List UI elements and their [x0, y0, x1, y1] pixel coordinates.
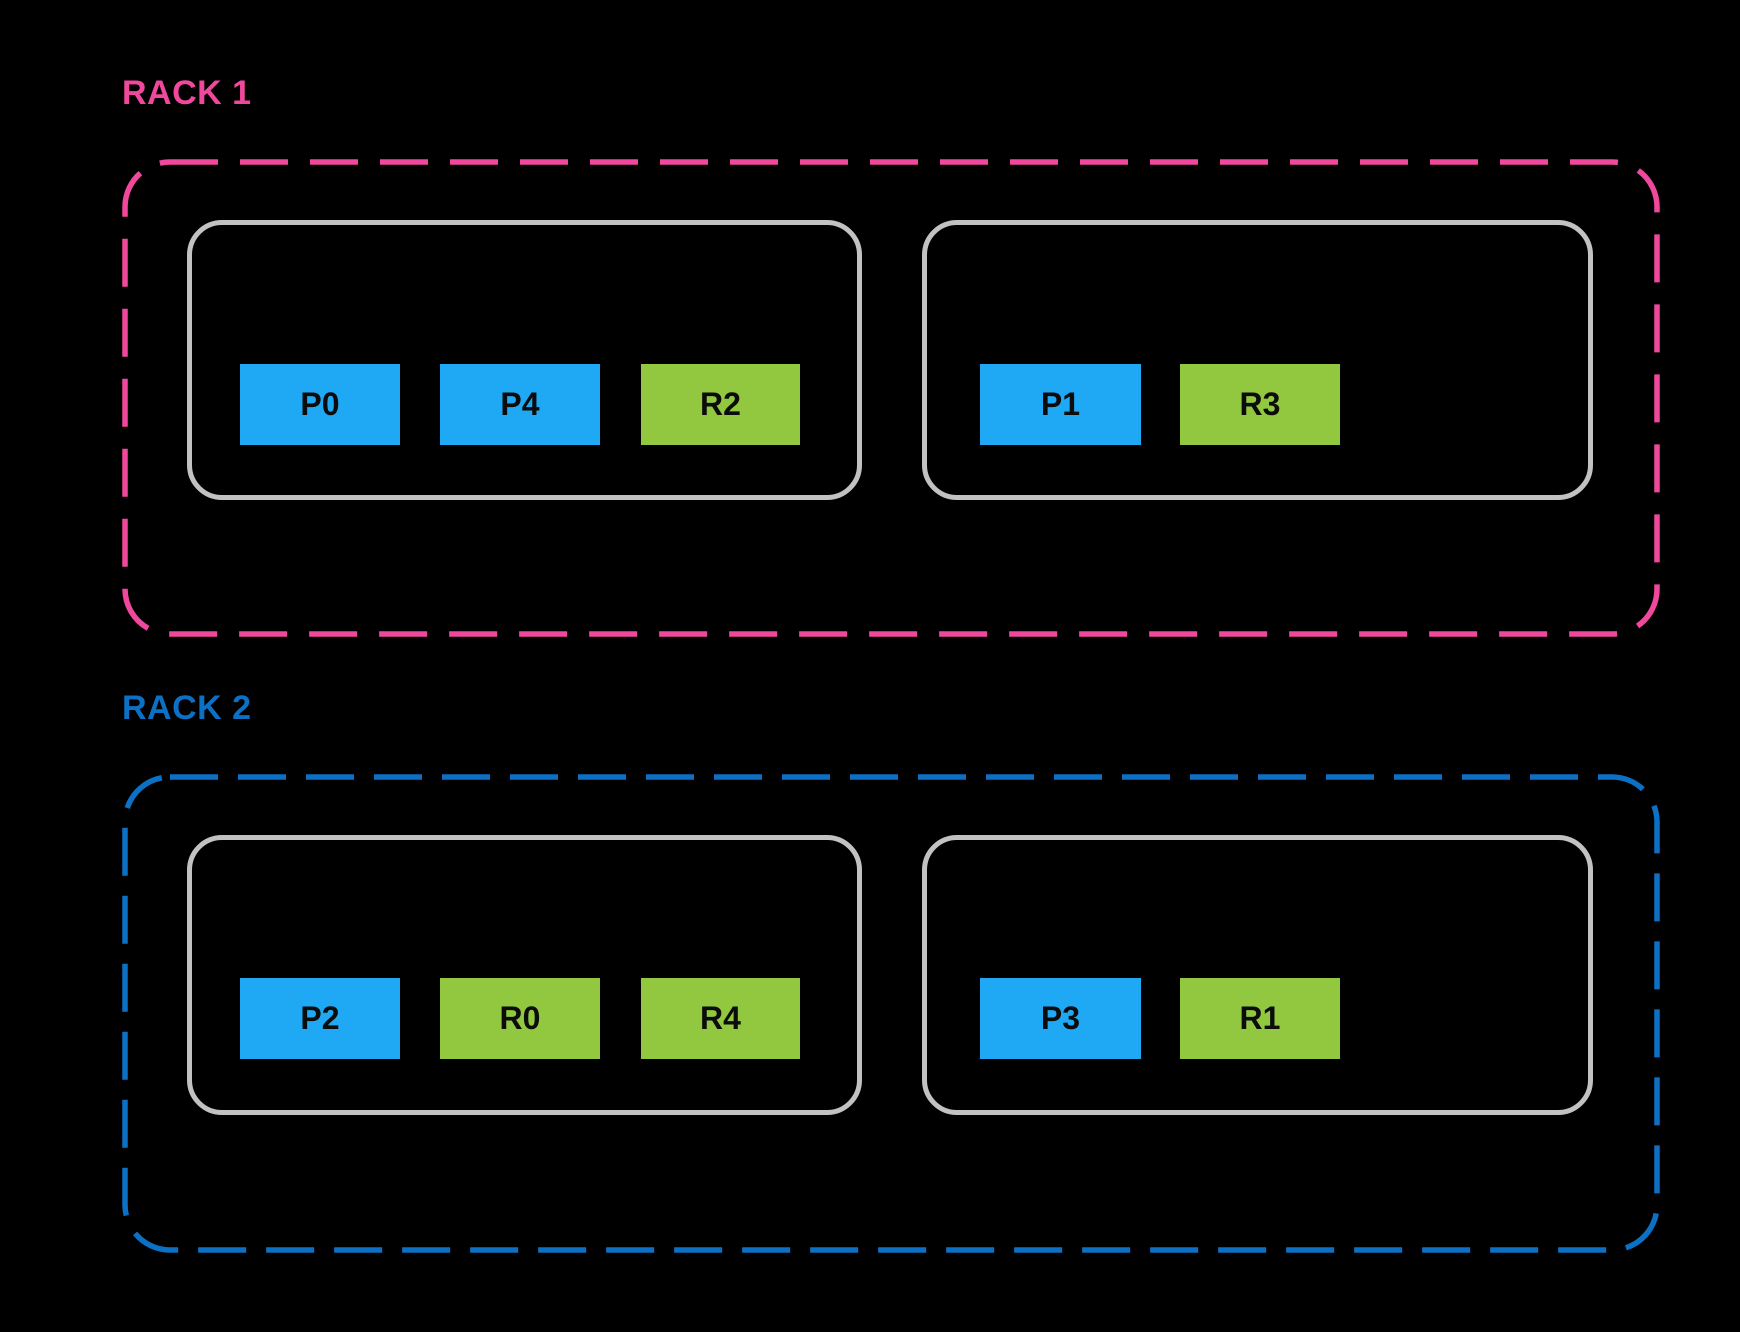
block-r4: R4	[641, 978, 800, 1059]
rack2-dashed-border	[122, 774, 1660, 1253]
block-r0: R0	[440, 978, 600, 1059]
rack1-host1: P0 P4 R2	[187, 220, 862, 500]
block-r2: R2	[641, 364, 800, 445]
rack2-title: RACK 2	[122, 689, 252, 727]
rack1-title: RACK 1	[122, 74, 252, 112]
rack2-container: P2 R0 R4 P3 R1	[125, 777, 1657, 1250]
block-r3: R3	[1180, 364, 1340, 445]
block-p4: P4	[440, 364, 600, 445]
rack2-host1: P2 R0 R4	[187, 835, 862, 1115]
block-p2: P2	[240, 978, 400, 1059]
rack1-host2: P1 R3	[922, 220, 1593, 500]
rack1-dashed-rect	[122, 159, 1660, 637]
rack1-dashed-border	[122, 159, 1660, 637]
block-p1: P1	[980, 364, 1141, 445]
block-p3: P3	[980, 978, 1141, 1059]
rack2-dashed-rect	[122, 774, 1660, 1253]
rack1-container: P0 P4 R2 P1 R3	[125, 162, 1657, 634]
rack2-host2: P3 R1	[922, 835, 1593, 1115]
block-r1: R1	[1180, 978, 1340, 1059]
block-p0: P0	[240, 364, 400, 445]
